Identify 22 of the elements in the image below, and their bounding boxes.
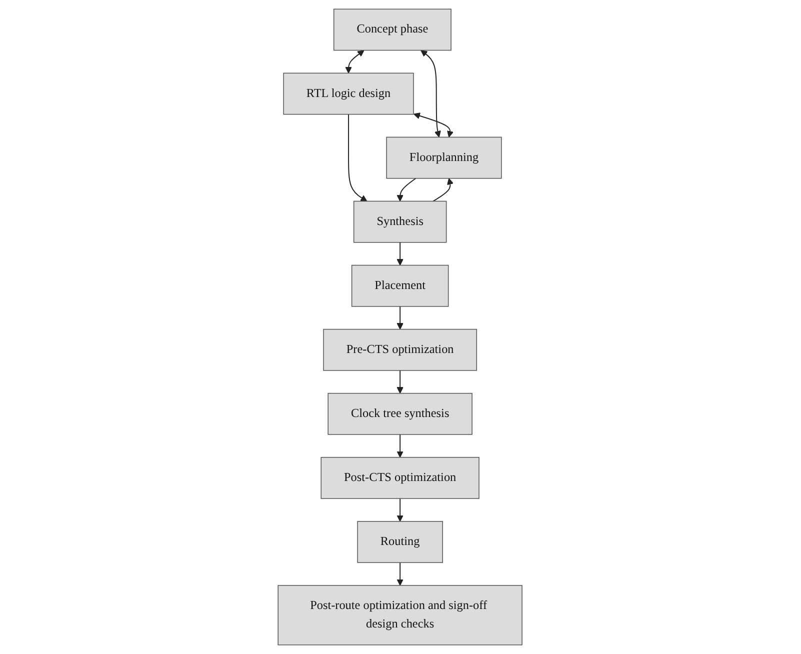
node-box: Synthesis — [354, 200, 448, 243]
arrow — [433, 178, 454, 202]
arrow — [397, 434, 404, 458]
node-box: Placement — [352, 264, 450, 307]
node-box: RTL logic design — [284, 72, 414, 115]
node-box: Concept phase — [334, 8, 452, 51]
node-box: Floorplanning — [386, 136, 502, 179]
arrow — [397, 178, 417, 202]
node-box: Post-route optimization and sign-off design checks — [278, 585, 523, 646]
node-box: Clock tree synthesis — [328, 392, 473, 435]
arrow — [397, 562, 404, 586]
arrow — [397, 498, 404, 522]
arrow — [397, 306, 404, 330]
arrow — [346, 50, 365, 74]
arrow — [397, 370, 404, 394]
arrow — [397, 242, 404, 266]
arrow — [348, 114, 368, 202]
node-box: Pre-CTS optimization — [324, 328, 478, 371]
arrow — [414, 112, 454, 138]
node-box: Routing — [358, 521, 444, 563]
arrow — [421, 50, 442, 138]
node-box: Post-CTS optimization — [321, 456, 480, 499]
